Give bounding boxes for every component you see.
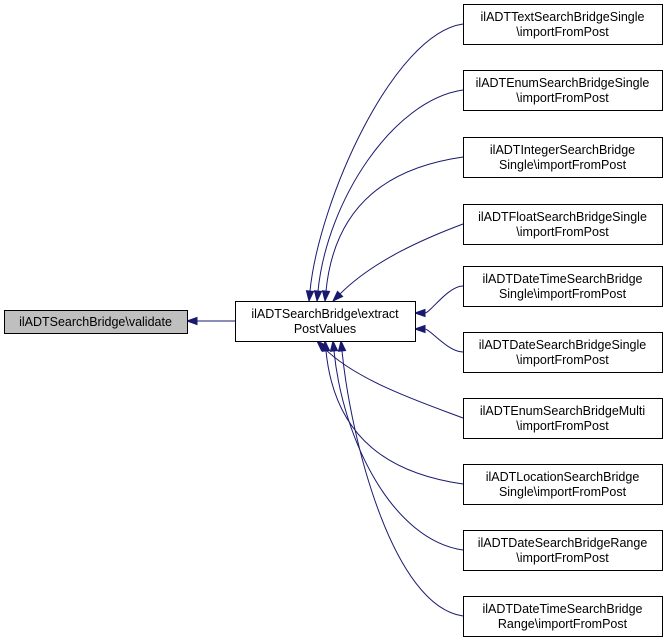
node-location-single-import-from-post[interactable]: ilADTLocationSearchBridgeSingle\importFr… (463, 464, 663, 505)
edge-datetime-range-to-extract-arrowhead (337, 339, 347, 352)
node-date-single-import-from-post-label-line-2: \importFromPost (516, 353, 609, 367)
edge-float-single-to-extract-arrowhead (331, 290, 344, 303)
edge-enum-single-to-extract-arrowhead (313, 290, 323, 303)
node-datetime-single-import-from-post-label-line-1: ilADTDateTimeSearchBridge (482, 272, 642, 286)
node-date-single-import-from-post-label-line-1: ilADTDateSearchBridgeSingle (479, 338, 646, 352)
node-enum-single-import-from-post-label-line-1: ilADTEnumSearchBridgeSingle (476, 76, 650, 90)
edge-float-single-to-extract (339, 223, 464, 295)
node-date-range-import-from-post[interactable]: ilADTDateSearchBridgeRange\importFromPos… (463, 530, 663, 571)
nodes-layer: ilADTSearchBridge\validate ilADTSearchBri… (4, 4, 663, 637)
node-date-single-import-from-post-box (463, 332, 663, 373)
node-integer-single-import-from-post-box (463, 137, 663, 178)
node-enum-multi-import-from-post-label-line-2: \importFromPost (516, 419, 609, 433)
node-datetime-range-import-from-post-label-line-2: Range\importFromPost (498, 617, 628, 631)
node-enum-single-import-from-post[interactable]: ilADTEnumSearchBridgeSingle\importFromPo… (463, 70, 663, 111)
edge-text-single-to-extract (309, 23, 464, 292)
node-integer-single-import-from-post-label-line-2: Single\importFromPost (499, 158, 627, 172)
node-extract-post-values-label-line-2: PostValues (294, 322, 356, 336)
edges-layer (185, 23, 464, 617)
node-integer-single-import-from-post[interactable]: ilADTIntegerSearchBridgeSingle\importFro… (463, 137, 663, 178)
node-text-single-import-from-post-label-line-2: \importFromPost (516, 25, 609, 39)
node-text-single-import-from-post[interactable]: ilADTTextSearchBridgeSingle\importFromPo… (463, 4, 663, 45)
edge-date-single-to-extract-arrowhead (413, 324, 426, 334)
node-extract-post-values-label-line-1: ilADTSearchBridge\extract (251, 307, 399, 321)
node-enum-single-import-from-post-box (463, 70, 663, 111)
node-enum-multi-import-from-post-box (463, 398, 663, 439)
edge-integer-single-to-extract-arrowhead (321, 290, 331, 303)
edge-datetime-single-to-extract-arrowhead (413, 308, 426, 318)
node-validate[interactable]: ilADTSearchBridge\validate (4, 310, 188, 334)
node-enum-multi-import-from-post[interactable]: ilADTEnumSearchBridgeMulti\importFromPos… (463, 398, 663, 439)
node-datetime-single-import-from-post[interactable]: ilADTDateTimeSearchBridgeSingle\importFr… (463, 266, 663, 307)
node-date-range-import-from-post-label-line-2: \importFromPost (516, 551, 609, 565)
node-text-single-import-from-post-box (463, 4, 663, 45)
node-datetime-range-import-from-post[interactable]: ilADTDateTimeSearchBridgeRange\importFro… (463, 596, 663, 637)
edge-location-single-to-extract (325, 350, 464, 485)
edge-date-range-to-extract (333, 350, 464, 551)
edge-text-single-to-extract-arrowhead (305, 290, 315, 303)
edge-date-range-to-extract-arrowhead (329, 339, 339, 352)
node-date-single-import-from-post[interactable]: ilADTDateSearchBridgeSingle\importFromPo… (463, 332, 663, 373)
node-location-single-import-from-post-label-line-2: Single\importFromPost (499, 485, 627, 499)
node-datetime-range-import-from-post-label-line-1: ilADTDateTimeSearchBridge (482, 602, 642, 616)
node-location-single-import-from-post-box (463, 464, 663, 505)
node-float-single-import-from-post[interactable]: ilADTFloatSearchBridgeSingle\importFromP… (463, 204, 663, 245)
node-float-single-import-from-post-label-line-2: \importFromPost (516, 225, 609, 239)
node-validate-label-line-1: ilADTSearchBridge\validate (19, 315, 172, 329)
node-date-range-import-from-post-box (463, 530, 663, 571)
node-enum-multi-import-from-post-label-line-1: ilADTEnumSearchBridgeMulti (480, 404, 645, 418)
node-float-single-import-from-post-box (463, 204, 663, 245)
node-extract-post-values-box (235, 301, 416, 342)
node-datetime-single-import-from-post-box (463, 266, 663, 307)
node-datetime-range-import-from-post-box (463, 596, 663, 637)
node-datetime-single-import-from-post-label-line-2: Single\importFromPost (499, 287, 627, 301)
edge-date-single-to-extract (424, 328, 464, 353)
node-date-range-import-from-post-label-line-1: ilADTDateSearchBridgeRange (478, 536, 648, 550)
node-float-single-import-from-post-label-line-1: ilADTFloatSearchBridgeSingle (478, 210, 647, 224)
edge-enum-multi-to-extract (323, 347, 464, 419)
node-enum-single-import-from-post-label-line-2: \importFromPost (516, 91, 609, 105)
node-text-single-import-from-post-label-line-1: ilADTTextSearchBridgeSingle (481, 10, 645, 24)
edge-datetime-range-to-extract (341, 350, 464, 617)
edge-integer-single-to-extract (325, 156, 464, 292)
node-integer-single-import-from-post-label-line-1: ilADTIntegerSearchBridge (490, 143, 635, 157)
edge-location-single-to-extract-arrowhead (321, 339, 331, 352)
node-location-single-import-from-post-label-line-1: ilADTLocationSearchBridge (486, 470, 640, 484)
node-validate-box (4, 310, 188, 334)
edge-extract-to-validate-arrowhead (185, 316, 198, 326)
edge-enum-single-to-extract (317, 89, 464, 292)
edge-datetime-single-to-extract (424, 285, 464, 314)
